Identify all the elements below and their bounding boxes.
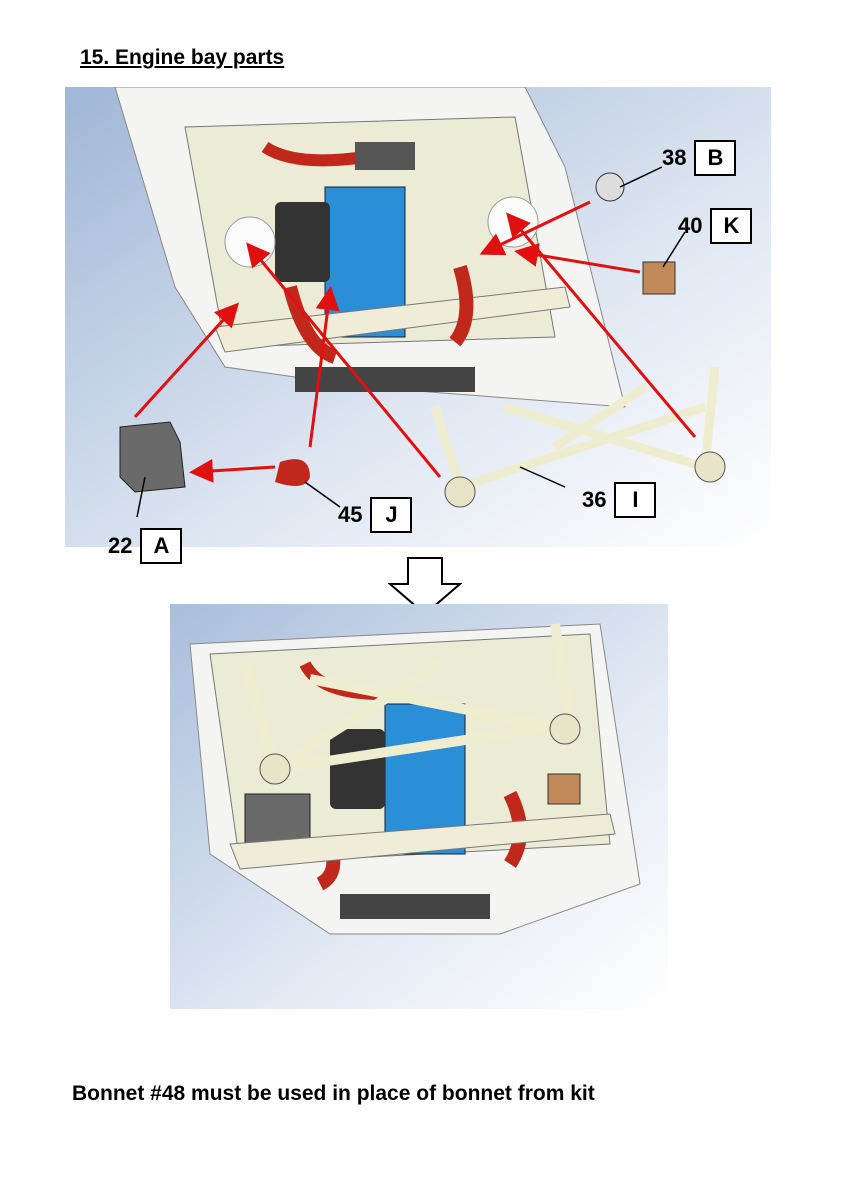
part-number: 38: [662, 145, 687, 170]
part-letter-box: B: [694, 140, 737, 176]
part-number: 40: [678, 213, 703, 238]
section-title: 15. Engine bay parts: [80, 46, 285, 69]
part-letter-box: J: [370, 497, 413, 533]
part-number: 36: [582, 487, 607, 512]
bonnet-note: Bonnet #48 must be used in place of bonn…: [72, 1082, 595, 1105]
part-callout-40: 40 K: [678, 208, 753, 244]
down-arrow-icon: [388, 557, 462, 616]
part-callout-38: 38 B: [662, 140, 737, 176]
part-number: 45: [338, 502, 363, 527]
part-callout-36: 36 I: [582, 482, 657, 518]
assembled-view-illustration: [170, 604, 668, 1009]
part-callout-45: 45 J: [338, 497, 413, 533]
part-letter-box: K: [710, 208, 753, 244]
part-number: 22: [108, 533, 133, 558]
exploded-view-illustration: [65, 87, 771, 547]
part-letter-box: A: [140, 528, 183, 564]
part-callout-22: 22 A: [108, 528, 183, 564]
part-letter-box: I: [614, 482, 657, 518]
